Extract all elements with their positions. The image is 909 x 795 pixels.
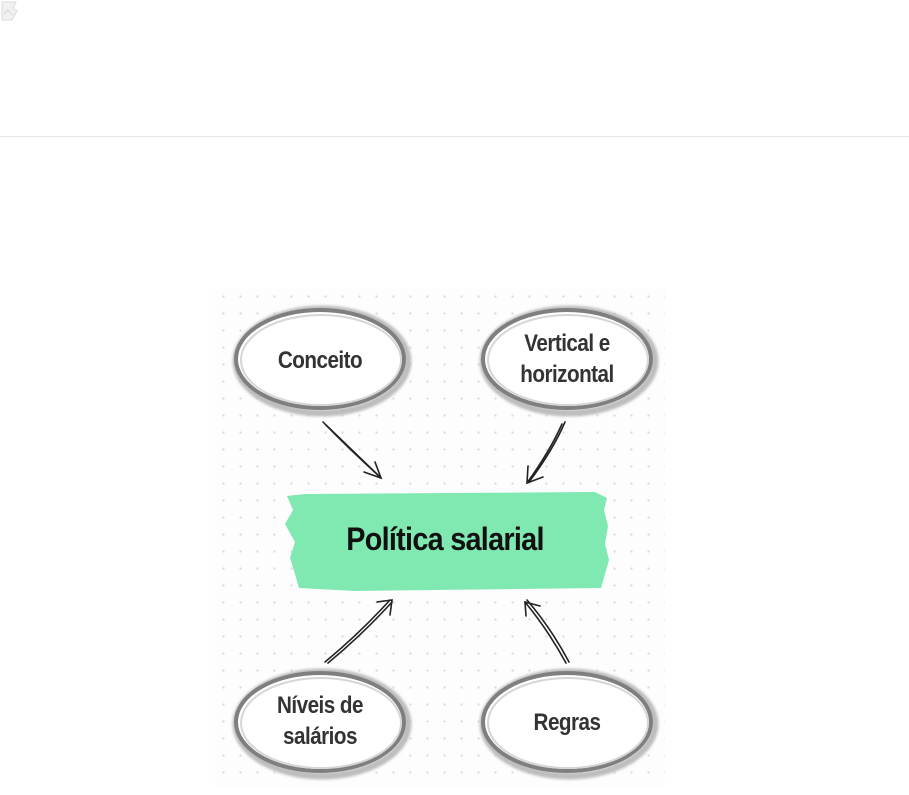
node-text: Regras — [534, 707, 601, 738]
node-text-line-1: Vertical e — [524, 328, 610, 359]
mind-map-diagram: Conceito Vertical e horizontal Níveis de… — [215, 288, 665, 788]
arrow-bottom-right — [525, 600, 569, 663]
header-divider — [0, 136, 909, 137]
node-label-regras: Regras — [498, 702, 636, 742]
page-header — [0, 0, 909, 136]
arrow-top-right — [527, 422, 565, 483]
node-text-line-1: Níveis de — [277, 690, 363, 721]
node-label-conceito: Conceito — [251, 340, 389, 380]
arrow-bottom-left — [325, 600, 392, 663]
node-text: Conceito — [278, 345, 362, 376]
node-text-line-2: horizontal — [520, 359, 613, 390]
broken-image-icon — [0, 0, 24, 24]
arrow-top-left — [323, 422, 381, 478]
node-label-niveis-salarios: Níveis de salários — [251, 688, 389, 754]
node-label-vertical-horizontal: Vertical e horizontal — [498, 326, 636, 392]
center-label: Política salarial — [310, 508, 580, 570]
node-text-line-2: salários — [283, 721, 357, 752]
